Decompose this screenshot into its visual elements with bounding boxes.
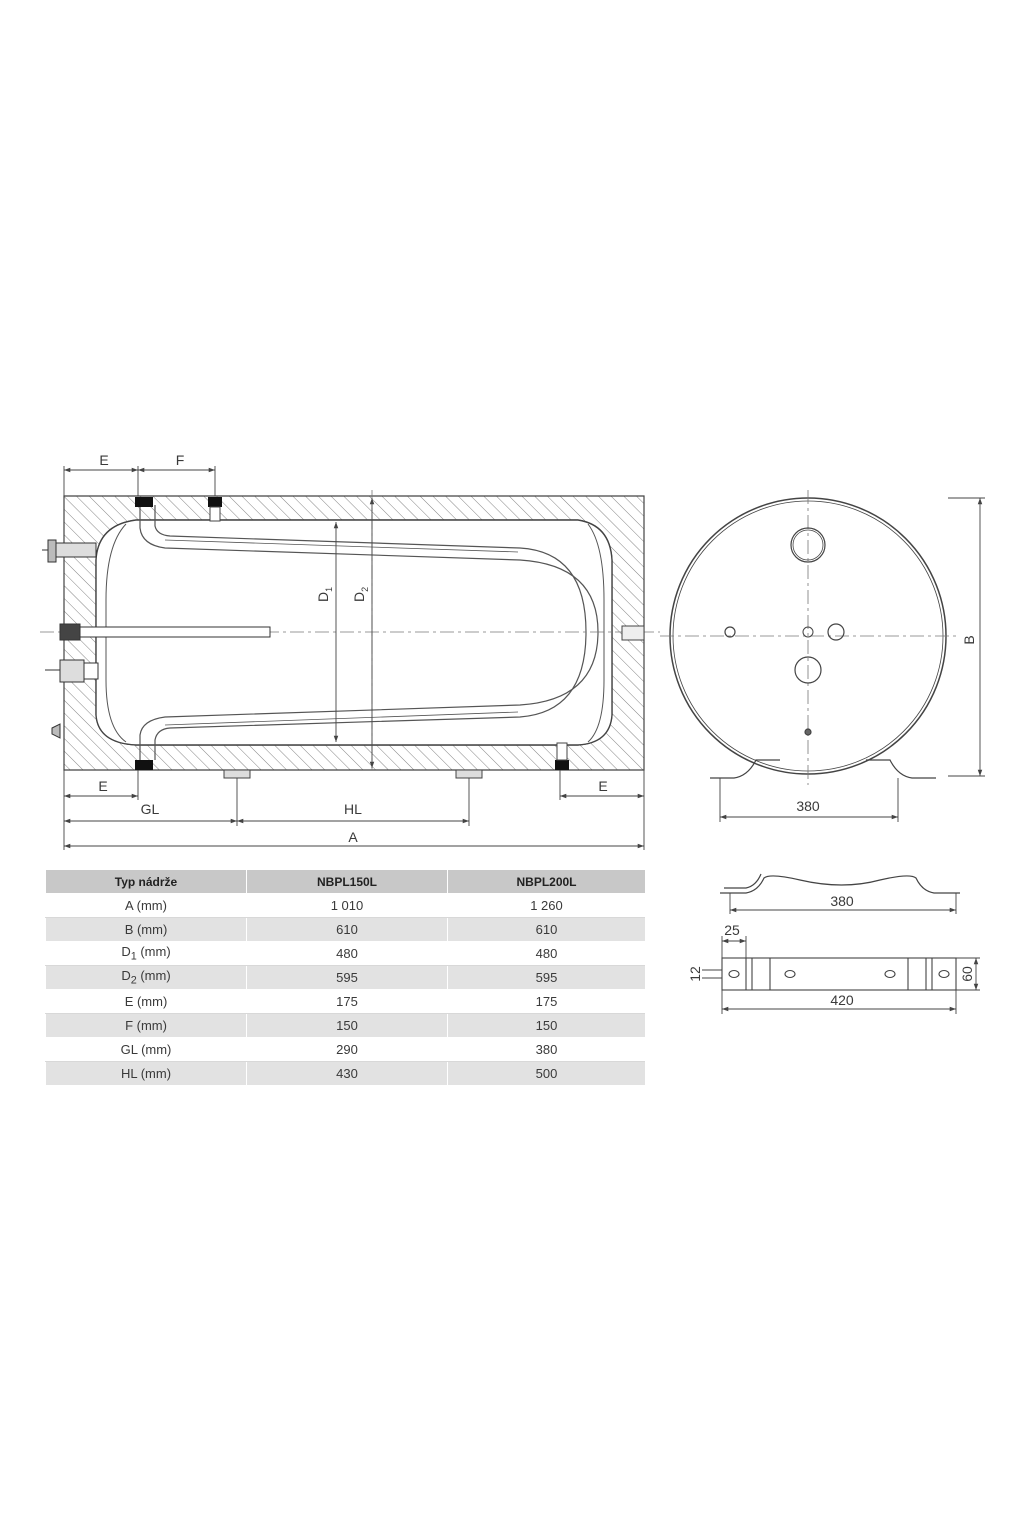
value-cell: 430	[246, 1061, 448, 1086]
table-row: GL (mm) 290 380	[45, 1037, 645, 1062]
table-header-row: Typ nádrže NBPL150L NBPL200L	[45, 870, 645, 894]
param-cell: D1 (mm)	[45, 941, 247, 966]
d2-label: D2	[351, 587, 370, 602]
value-cell: 1 260	[447, 893, 645, 918]
param-cell: B (mm)	[45, 917, 247, 942]
tank-section: D1 D2	[40, 490, 660, 779]
value-cell: 380	[447, 1037, 645, 1062]
bracket-25-label: 25	[724, 922, 740, 938]
header-nbpl200l: NBPL200L	[447, 870, 645, 894]
end-view-width-label: 380	[796, 798, 820, 814]
param-cell: E (mm)	[45, 989, 247, 1014]
param-cell: A (mm)	[45, 893, 247, 918]
e-top-label: E	[99, 452, 108, 468]
value-cell: 175	[447, 989, 645, 1014]
e-bottom-left-label: E	[98, 778, 107, 794]
inlet-port	[790, 527, 826, 563]
value-cell: 480	[246, 941, 448, 966]
header-nbpl150l: NBPL150L	[246, 870, 448, 894]
bottom-socket-right	[555, 760, 569, 770]
table-row: D2 (mm) 595 595	[45, 965, 645, 990]
value-cell: 595	[246, 965, 448, 990]
d1-label: D1	[315, 587, 334, 602]
b-label: B	[961, 635, 977, 644]
bracket-60-label: 60	[959, 966, 975, 982]
bracket-width-label: 380	[830, 893, 854, 909]
support-foot	[710, 759, 936, 779]
outlet-socket	[208, 497, 222, 507]
value-cell: 480	[447, 941, 645, 966]
value-cell: 610	[447, 917, 645, 942]
bottom-socket-left	[135, 760, 153, 770]
table-row: HL (mm) 430 500	[45, 1061, 645, 1086]
gl-label: GL	[141, 801, 160, 817]
bracket-side-view	[720, 873, 960, 914]
header-type: Typ nádrže	[45, 870, 247, 894]
value-cell: 595	[447, 965, 645, 990]
outlet-port	[794, 656, 822, 684]
thermometer-fitting	[42, 539, 97, 563]
value-cell: 175	[246, 989, 448, 1014]
table-row: B (mm) 610 610	[45, 917, 645, 942]
mount-foot-right	[455, 769, 483, 779]
mount-foot-left	[223, 769, 251, 779]
dimensions-table: Typ nádrže NBPL150L NBPL200L A (mm) 1 01…	[45, 870, 645, 1086]
table-row: E (mm) 175 175	[45, 989, 645, 1014]
heater-flange	[45, 659, 99, 683]
anode-rod	[59, 623, 271, 641]
table-row: D1 (mm) 480 480	[45, 941, 645, 966]
bottom-dimensions	[63, 770, 645, 850]
inlet-socket	[135, 497, 153, 507]
f-top-label: F	[176, 452, 185, 468]
param-cell: D2 (mm)	[45, 965, 247, 990]
inner-vessel	[95, 519, 613, 746]
hl-label: HL	[344, 801, 362, 817]
sensor-port	[827, 623, 845, 641]
a-label: A	[348, 829, 358, 845]
table-row: A (mm) 1 010 1 260	[45, 893, 645, 918]
value-cell: 290	[246, 1037, 448, 1062]
bracket-plan-view	[702, 936, 980, 1014]
end-view	[660, 490, 985, 822]
bracket-12-label: 12	[687, 966, 703, 982]
table-row: F (mm) 150 150	[45, 1013, 645, 1038]
param-cell: HL (mm)	[45, 1061, 247, 1086]
value-cell: 150	[246, 1013, 448, 1038]
value-cell: 500	[447, 1061, 645, 1086]
value-cell: 610	[246, 917, 448, 942]
value-cell: 150	[447, 1013, 645, 1038]
param-cell: F (mm)	[45, 1013, 247, 1038]
top-dimensions	[63, 466, 216, 496]
e-bottom-right-label: E	[598, 778, 607, 794]
param-cell: GL (mm)	[45, 1037, 247, 1062]
bracket-420-label: 420	[830, 992, 854, 1008]
value-cell: 1 010	[246, 893, 448, 918]
